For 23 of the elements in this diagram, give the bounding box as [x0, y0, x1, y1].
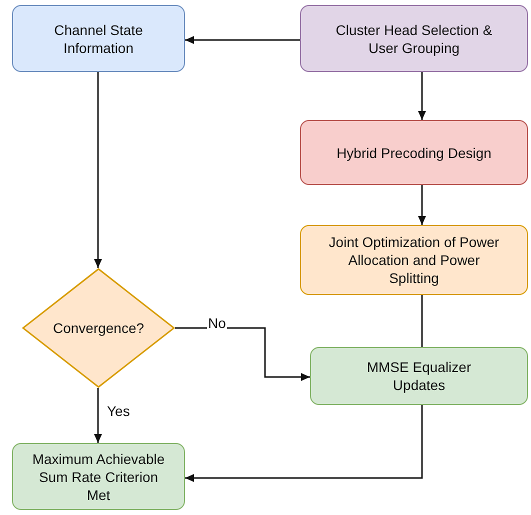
arrow: [185, 36, 300, 44]
arrow: [94, 388, 102, 443]
node-text: Hybrid Precoding Design: [336, 144, 492, 162]
node-text: Channel State Information: [53, 20, 144, 56]
arrow: [418, 185, 426, 225]
arrow: [94, 72, 102, 268]
arrow: [418, 72, 426, 120]
arrow: [175, 327, 310, 381]
process-box: [12, 443, 185, 510]
process-box: [310, 347, 528, 405]
node-text: Convergence?: [52, 319, 144, 337]
node-text: Maximum Achievable Sum Rate Criterion Met: [31, 450, 166, 504]
process-box: [300, 5, 528, 72]
decision-diamond: [22, 268, 175, 388]
node-text: Joint Optimization of Power Allocation and Power Splitting: [328, 233, 500, 287]
node-text: MMSE Equalizer Updates: [366, 358, 472, 394]
process-box: [300, 225, 528, 295]
node-text: Cluster Head Selection & User Grouping: [334, 20, 494, 56]
arrow: [185, 405, 423, 482]
process-box: [300, 120, 528, 185]
edge-label: No: [207, 315, 227, 331]
process-box: [12, 5, 185, 72]
edge-label: Yes: [106, 403, 131, 419]
